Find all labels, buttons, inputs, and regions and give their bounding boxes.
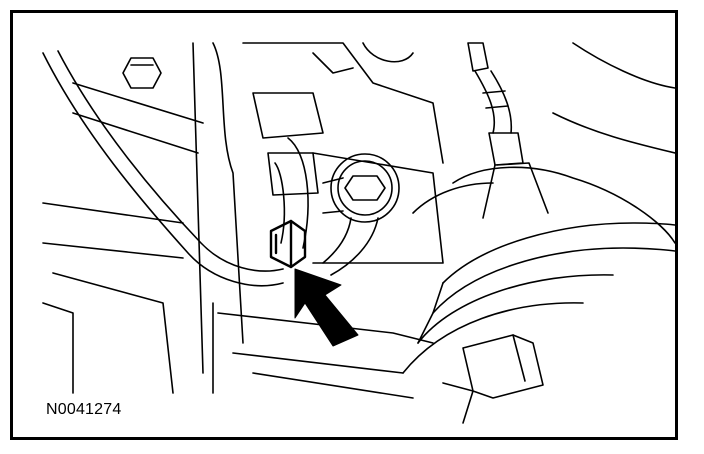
- engine-block: [42, 42, 444, 399]
- engine-line-drawing: [42, 42, 675, 424]
- highlighted-bolt: [269, 219, 307, 269]
- round-fitting: [322, 153, 400, 276]
- housing: [412, 42, 675, 244]
- figure-frame: N0041274: [10, 10, 678, 440]
- connector-wire: [467, 42, 549, 219]
- upper-bolt: [122, 57, 162, 89]
- curved-cover: [402, 222, 675, 374]
- lower-block: [442, 334, 544, 424]
- figure-reference-code: N0041274: [46, 401, 122, 418]
- pointer-arrow: [294, 268, 359, 347]
- hose: [42, 50, 284, 287]
